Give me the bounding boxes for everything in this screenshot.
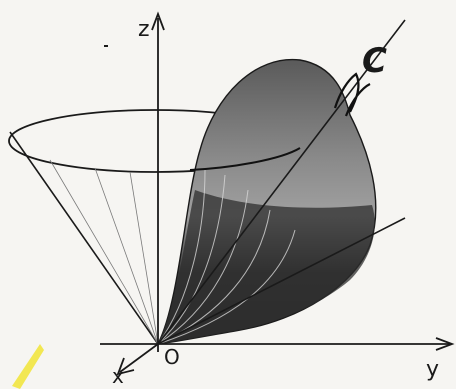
ray-line-y <box>157 217 406 345</box>
cone-left-side <box>9 131 159 345</box>
cone-rim-front <box>189 147 301 171</box>
curve-label: C <box>362 41 387 81</box>
highlight-mark <box>12 344 44 389</box>
ray-line-curve <box>157 19 406 345</box>
origin-label: O <box>164 345 180 369</box>
z-axis-label: z <box>138 17 150 42</box>
z-axis-arrow <box>151 11 165 31</box>
y-axis-arrow <box>435 337 455 351</box>
curve-c-squiggle <box>333 72 371 117</box>
x-axis <box>119 343 159 373</box>
cone-generator-lines <box>49 159 159 345</box>
surface-ribs <box>157 169 296 345</box>
x-axis-arrow <box>116 357 135 376</box>
x-axis-label: x <box>112 364 124 388</box>
y-axis-label: y <box>426 357 439 382</box>
surface-dark-region <box>158 190 375 344</box>
